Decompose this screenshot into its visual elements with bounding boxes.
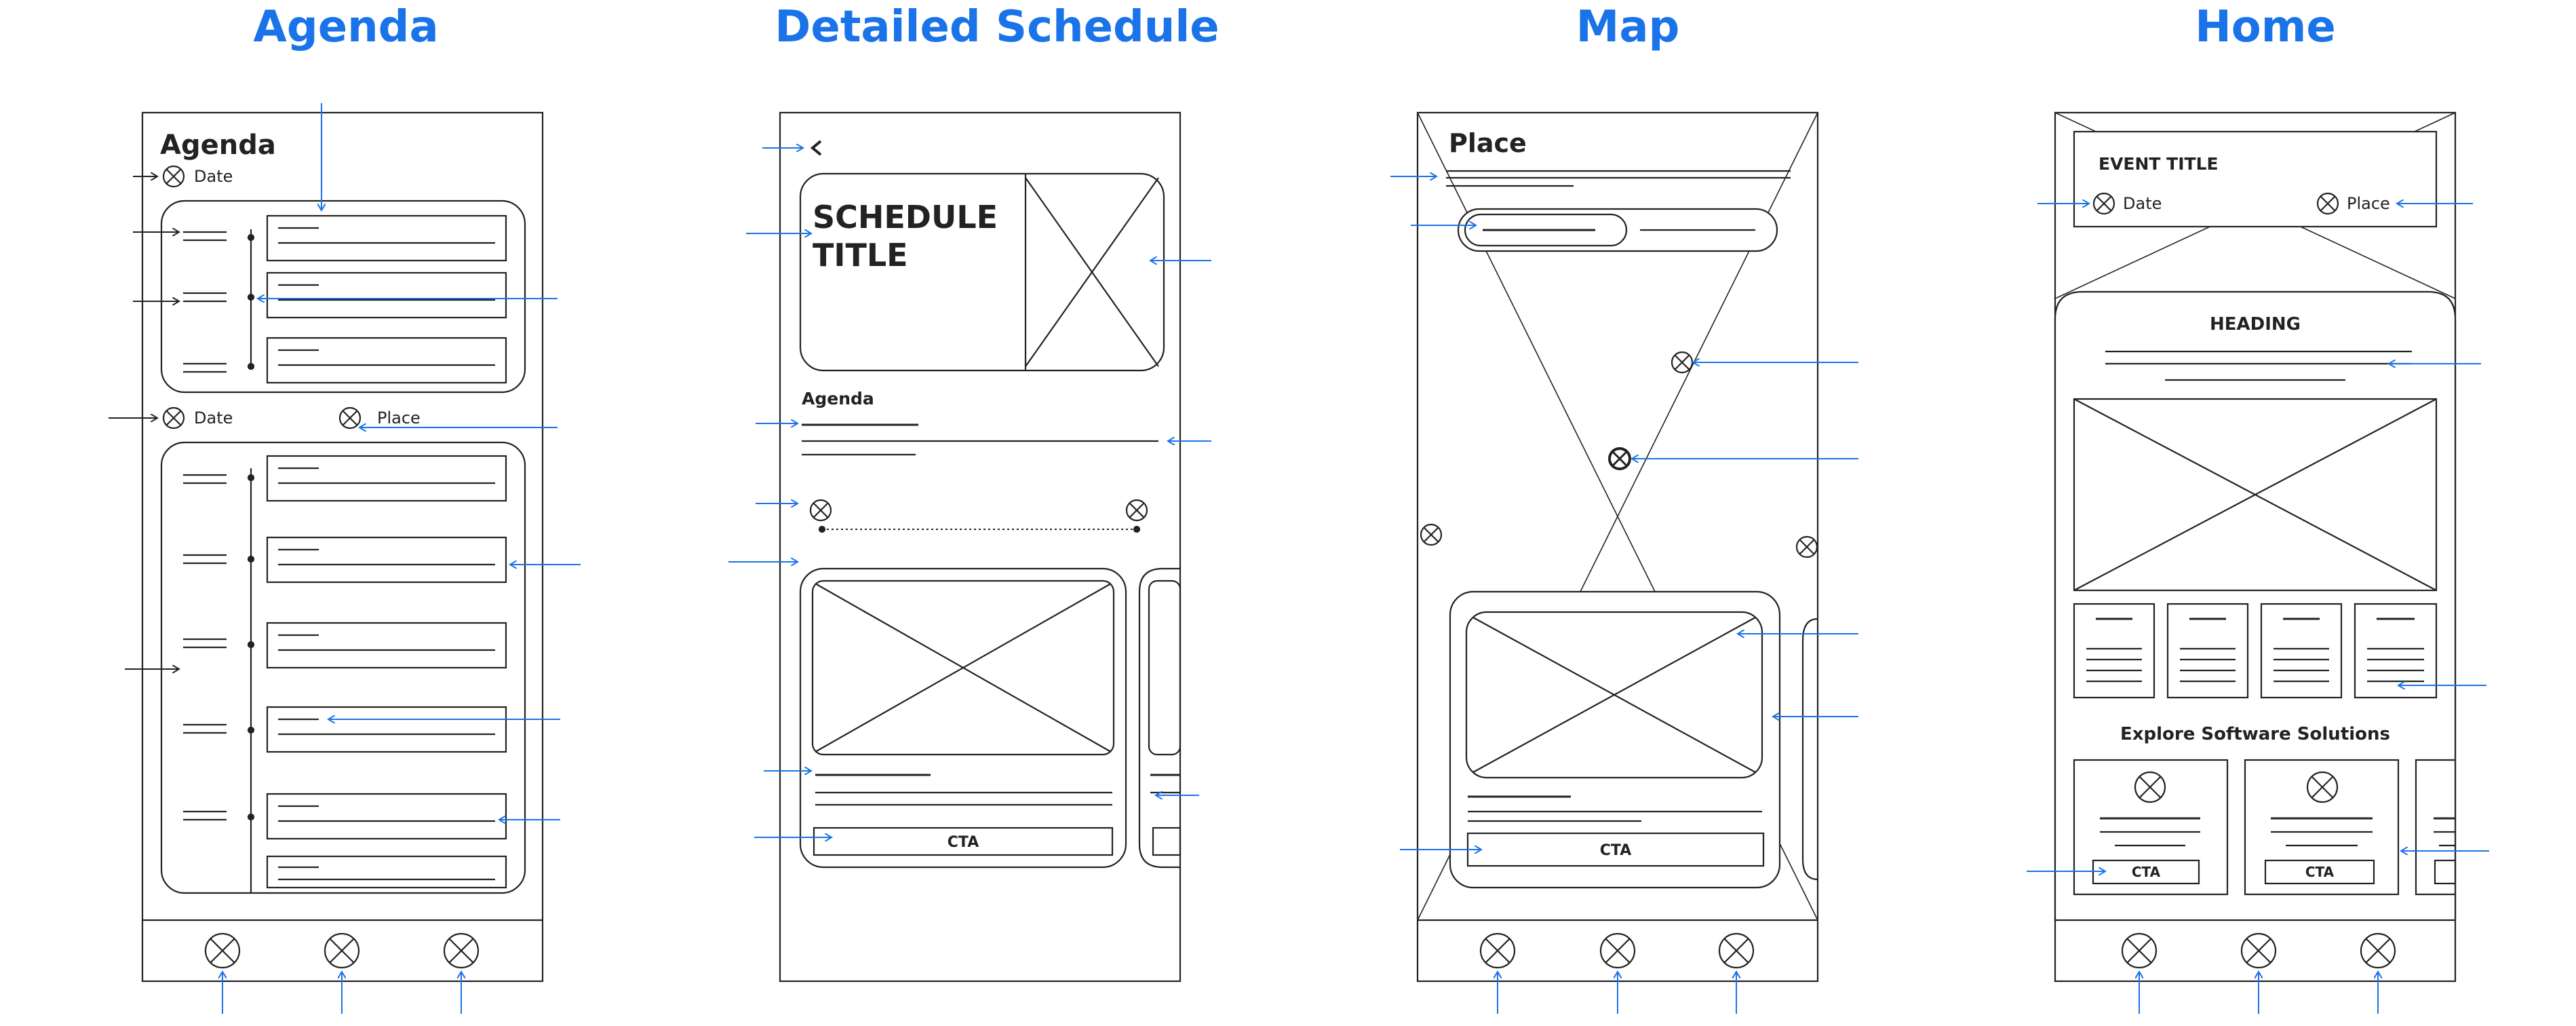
solution-card[interactable]: CTA xyxy=(2073,759,2229,896)
schedule-annotations xyxy=(728,148,1211,837)
info-tile[interactable] xyxy=(2260,603,2343,699)
nav-icon[interactable] xyxy=(443,932,480,969)
map-pin-icon[interactable] xyxy=(1795,535,1818,558)
back-chevron-icon[interactable] xyxy=(810,140,822,156)
map-annotations xyxy=(1390,176,1858,1014)
column-title-map: Map xyxy=(1576,2,1680,52)
explore-label: Explore Software Solutions xyxy=(2120,724,2390,744)
nav-icon[interactable] xyxy=(324,932,360,969)
cta-label: CTA xyxy=(948,834,979,851)
map-screen: Place xyxy=(1416,111,1819,983)
agenda-annotations xyxy=(109,103,581,1014)
event-title: EVENT TITLE xyxy=(2099,154,2219,174)
session-card[interactable]: CTA xyxy=(799,567,1127,869)
home-screen: EVENT TITLE Date Place HEADING Exp xyxy=(2054,111,2457,983)
map-pin-icon[interactable] xyxy=(1671,351,1694,374)
list-item[interactable] xyxy=(266,706,507,753)
column-title-detailed-schedule: Detailed Schedule xyxy=(775,2,1219,52)
list-item[interactable] xyxy=(266,793,507,840)
info-tile[interactable] xyxy=(2354,603,2438,699)
nav-icon[interactable] xyxy=(2121,932,2158,969)
event-info-card[interactable]: EVENT TITLE Date Place xyxy=(2073,130,2438,228)
date-icon xyxy=(162,165,185,188)
schedule-title: TITLE xyxy=(813,237,908,273)
map-pin-icon[interactable] xyxy=(1608,447,1631,470)
column-title-agenda: Agenda xyxy=(253,2,439,52)
cta-label: CTA xyxy=(2305,864,2335,880)
map-pin-icon[interactable] xyxy=(1420,523,1443,546)
list-item[interactable] xyxy=(266,455,507,502)
timeline-start-icon xyxy=(809,499,832,522)
date-icon xyxy=(2092,192,2115,215)
nav-icon[interactable] xyxy=(2240,932,2277,969)
nav-icon[interactable] xyxy=(1718,932,1755,969)
agenda-screen: Agenda Date Date xyxy=(141,111,544,983)
map-title: Place xyxy=(1449,128,1527,158)
timeline-end-icon xyxy=(1125,499,1148,522)
cta-button[interactable] xyxy=(813,826,1114,856)
date-icon xyxy=(162,406,185,430)
list-item[interactable] xyxy=(266,622,507,669)
date-label: Date xyxy=(194,408,233,428)
place-label: Place xyxy=(2347,194,2390,213)
solution-card[interactable]: CTA xyxy=(2244,759,2400,896)
agenda-screen-title: Agenda xyxy=(160,130,276,161)
schedule-screen: SCHEDULE TITLE Agenda CTA xyxy=(779,111,1182,983)
date-label: Date xyxy=(2123,194,2162,213)
cta-label: CTA xyxy=(1600,842,1631,859)
nav-icon[interactable] xyxy=(204,932,241,969)
hero-image-placeholder xyxy=(2073,398,2438,592)
list-item[interactable] xyxy=(266,214,507,262)
schedule-title: SCHEDULE xyxy=(813,199,998,235)
date-label: Date xyxy=(194,167,233,186)
list-item[interactable] xyxy=(266,855,507,889)
cta-button[interactable] xyxy=(2264,859,2375,885)
place-label: Place xyxy=(377,408,421,428)
home-annotations xyxy=(2027,204,2489,1014)
home-heading: HEADING xyxy=(2210,314,2301,335)
place-icon xyxy=(338,406,362,430)
info-tile[interactable] xyxy=(2166,603,2249,699)
info-tile[interactable] xyxy=(2073,603,2155,699)
list-item[interactable] xyxy=(266,536,507,584)
list-item[interactable] xyxy=(266,337,507,384)
place-icon xyxy=(2316,192,2339,215)
column-title-home: Home xyxy=(2195,2,2336,52)
cta-label: CTA xyxy=(2132,864,2161,880)
place-card[interactable]: CTA xyxy=(1449,590,1781,889)
nav-icon[interactable] xyxy=(1599,932,1636,969)
agenda-section-label: Agenda xyxy=(802,389,874,408)
list-item[interactable] xyxy=(266,271,507,319)
nav-icon[interactable] xyxy=(2360,932,2396,969)
search-pill[interactable] xyxy=(1457,208,1778,252)
nav-icon[interactable] xyxy=(1479,932,1516,969)
